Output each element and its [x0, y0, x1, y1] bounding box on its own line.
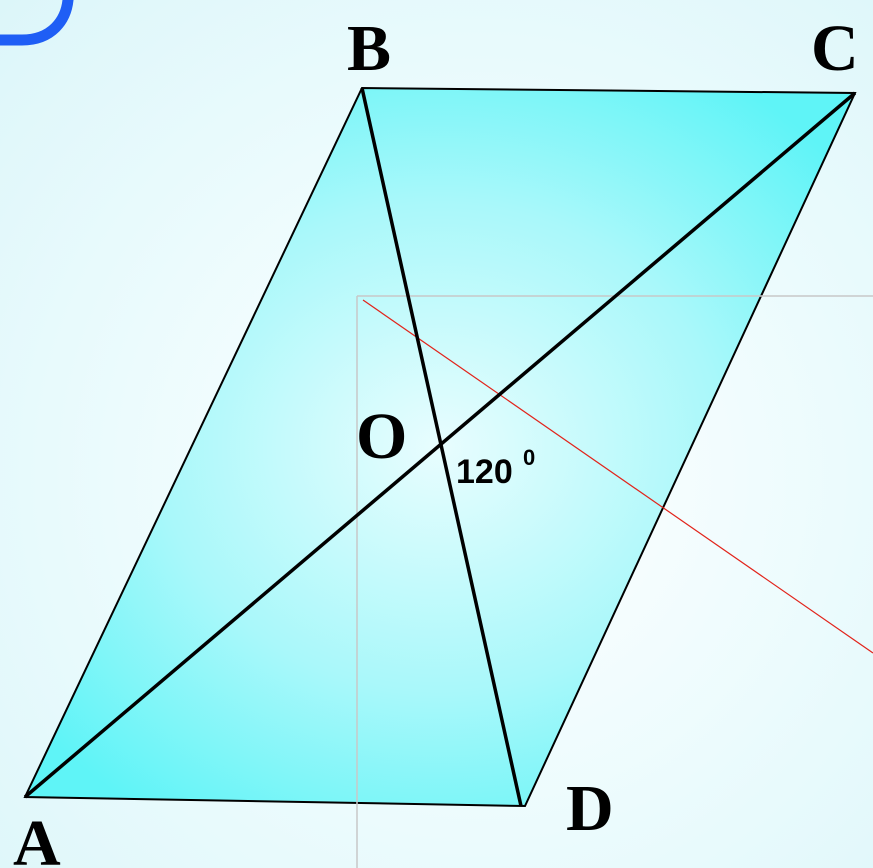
- angle-degree-mark: 0: [523, 445, 535, 470]
- red-line: [362, 299, 873, 654]
- vertex-label-b: B: [347, 12, 391, 85]
- center-label-o: O: [356, 400, 407, 473]
- vertex-label-d: D: [566, 772, 614, 845]
- vertex-label-a: A: [13, 807, 61, 868]
- diagonal-bd: [360, 87, 523, 807]
- angle-label: 120: [456, 453, 513, 491]
- blue-corner-curve: [0, 0, 74, 46]
- vertex-label-c: C: [811, 12, 859, 85]
